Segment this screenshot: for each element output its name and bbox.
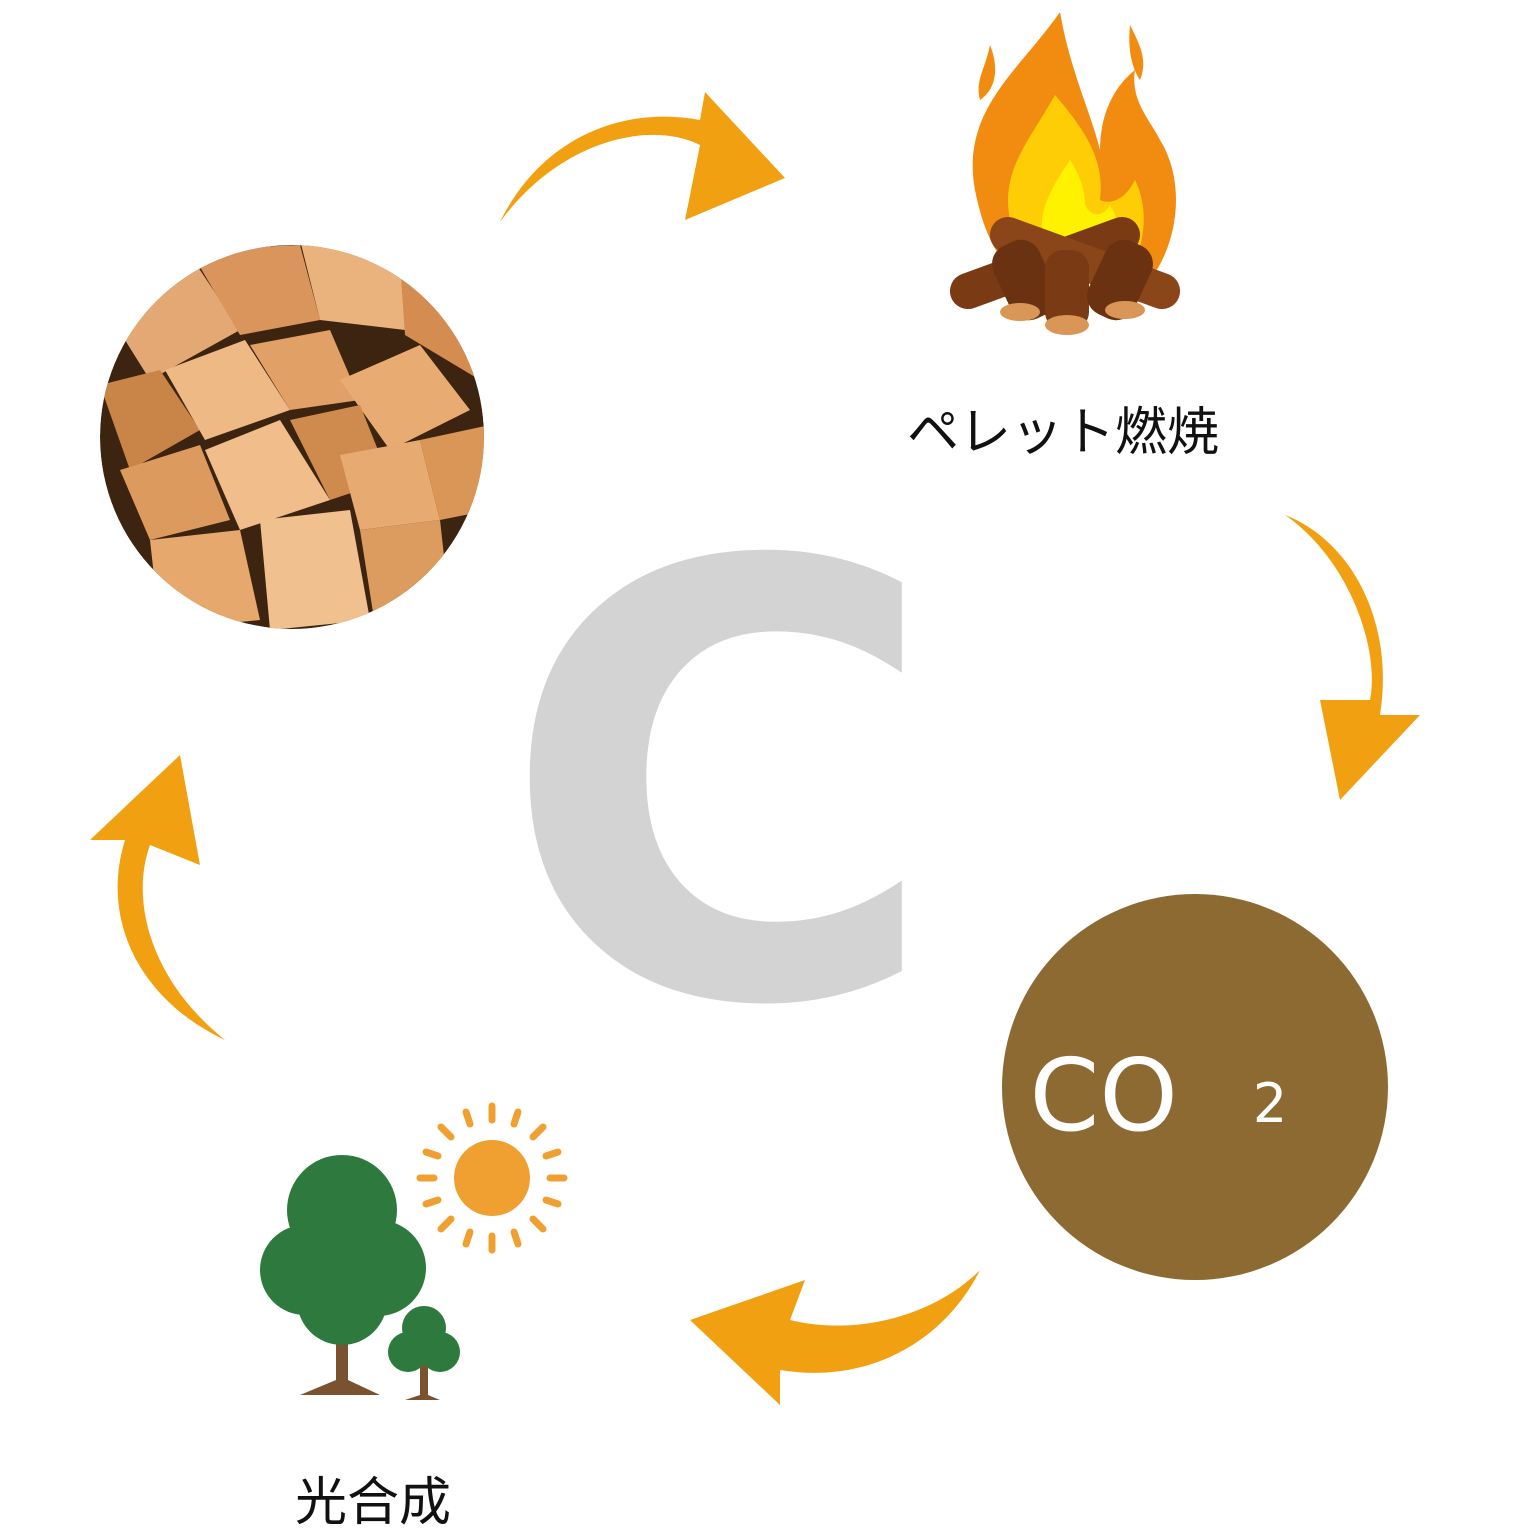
co2-label-main: CO (1029, 1037, 1178, 1154)
co2-node: CO 2 (1002, 894, 1388, 1280)
campfire-icon (945, 12, 1185, 335)
firewood-pile-icon (100, 240, 490, 630)
center-carbon-letter: C (500, 438, 940, 1137)
tree-icon (260, 1155, 460, 1400)
co2-label: CO (1029, 1037, 1178, 1154)
arrow-burning-to-co2 (1285, 515, 1420, 800)
photosynthesis-label: 光合成 (295, 1473, 451, 1533)
burning-label: ペレット燃焼 (907, 403, 1219, 463)
arrow-co2-to-photosynthesis (690, 1270, 980, 1405)
arrow-wood-to-burning (500, 92, 785, 222)
co2-label-subscript: 2 (1253, 1072, 1287, 1135)
arrow-photosynthesis-to-wood (90, 755, 225, 1040)
sun-icon (420, 1106, 564, 1250)
